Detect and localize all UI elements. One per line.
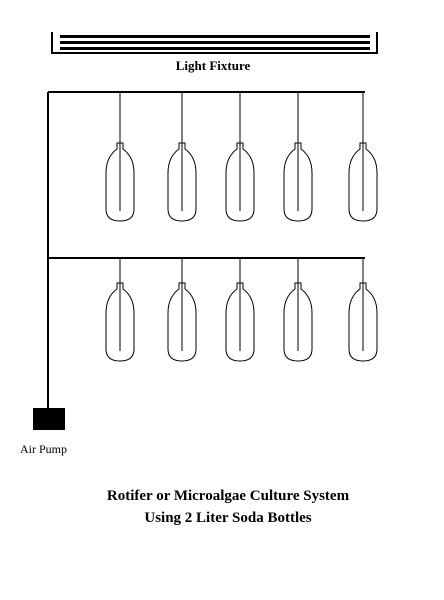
air-pump-label: Air Pump bbox=[20, 442, 67, 456]
caption-line-2: Using 2 Liter Soda Bottles bbox=[144, 510, 311, 526]
lamp-tube bbox=[60, 47, 370, 50]
bottom-soda-bottle-5 bbox=[348, 282, 378, 362]
bottom-soda-bottle-3 bbox=[225, 282, 255, 362]
top-bottle-row bbox=[105, 92, 378, 222]
air-manifold bbox=[47, 91, 365, 408]
bottom-soda-bottle-1 bbox=[105, 282, 135, 362]
top-soda-bottle-5 bbox=[348, 142, 378, 222]
caption-line-1: Rotifer or Microalgae Culture System bbox=[107, 488, 350, 504]
lamp-tube bbox=[60, 41, 370, 44]
air-pump bbox=[33, 408, 65, 430]
light-fixture-label: Light Fixture bbox=[176, 58, 251, 73]
top-soda-bottle-2 bbox=[167, 142, 197, 222]
light-fixture bbox=[51, 32, 378, 54]
bottom-soda-bottle-4 bbox=[283, 282, 313, 362]
bottom-bottle-row bbox=[105, 258, 378, 362]
top-soda-bottle-4 bbox=[283, 142, 313, 222]
top-soda-bottle-3 bbox=[225, 142, 255, 222]
lamp-tube bbox=[60, 35, 370, 38]
top-soda-bottle-1 bbox=[105, 142, 135, 222]
bottom-soda-bottle-2 bbox=[167, 282, 197, 362]
